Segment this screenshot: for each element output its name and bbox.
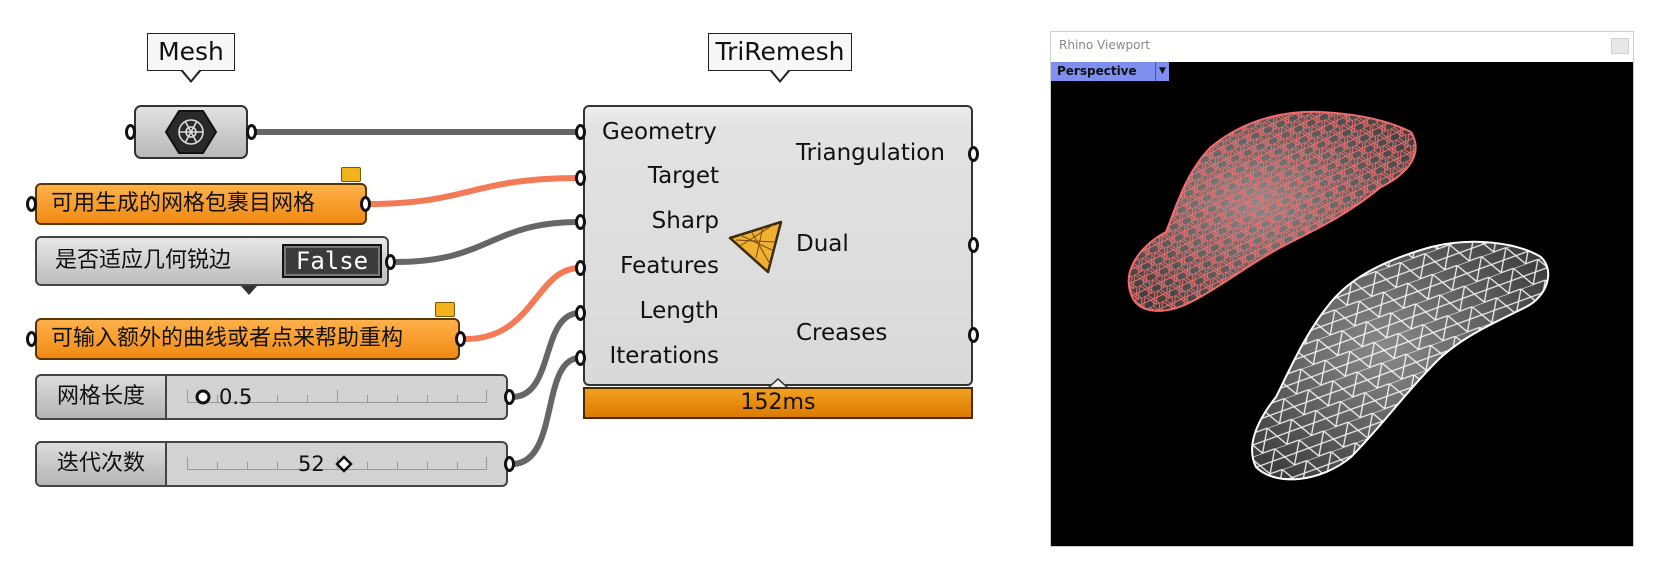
output-dual-grip[interactable] (968, 237, 979, 253)
viewport-scene (1127, 110, 1550, 481)
input-features-grip[interactable] (575, 260, 586, 276)
toggle-output-grip[interactable] (385, 254, 396, 270)
input-geometry-grip[interactable] (575, 124, 586, 140)
output-dual[interactable]: Dual (796, 231, 849, 257)
mesh-param-component[interactable] (134, 105, 248, 159)
viewport-close-icon[interactable] (1611, 38, 1629, 54)
viewport-canvas[interactable]: Perspective ▼ (1051, 62, 1633, 546)
output-creases[interactable]: Creases (796, 320, 888, 346)
sharp-toggle-label: 是否适应几何锐边 (55, 248, 232, 273)
input-features[interactable]: Features (620, 253, 719, 279)
triremesh-component[interactable]: Geometry Target Sharp Features Length It… (583, 105, 973, 389)
chevron-down-icon[interactable]: ▼ (1155, 62, 1169, 81)
iterations-slider[interactable]: 迭代次数 52 (35, 441, 508, 487)
wire-sharp (395, 219, 581, 265)
target-panel[interactable]: 可用生成的网格包裹目网格 (35, 183, 367, 225)
input-target[interactable]: Target (647, 163, 719, 189)
mesh-tag: Mesh (147, 33, 235, 83)
mesh-input-grip[interactable] (125, 124, 136, 140)
mesh-tag-label: Mesh (158, 37, 224, 66)
features-panel-input-grip[interactable] (26, 331, 37, 347)
red-wrap-mesh (1127, 110, 1417, 312)
component-timer: 152ms (583, 387, 973, 419)
wire-features (464, 265, 581, 342)
length-slider[interactable]: 网格长度 52 0.5 (35, 374, 508, 420)
features-panel[interactable]: 可输入额外的曲线或者点来帮助重构 (35, 318, 460, 360)
length-slider-rail[interactable] (187, 388, 487, 403)
toggle-anchor-icon (241, 286, 257, 295)
sharp-toggle[interactable]: 是否适应几何锐边 False (35, 236, 389, 286)
length-slider-output-grip[interactable] (504, 389, 515, 405)
white-remesh-mesh (1251, 240, 1550, 481)
input-geometry[interactable]: Geometry (602, 119, 717, 145)
input-length-grip[interactable] (575, 305, 586, 321)
features-panel-output-grip[interactable] (455, 331, 466, 347)
target-panel-text: 可用生成的网格包裹目网格 (51, 191, 316, 216)
input-target-grip[interactable] (575, 170, 586, 186)
iterations-slider-output-grip[interactable] (504, 456, 515, 472)
input-iterations[interactable]: Iterations (609, 343, 719, 369)
sharp-toggle-value[interactable]: False (282, 244, 382, 278)
panel-note-icon (435, 302, 455, 317)
length-slider-value: 0.5 (219, 385, 253, 409)
rhino-viewport-window[interactable]: Rhino Viewport Perspective ▼ (1050, 31, 1634, 547)
triremesh-tag-label: TriRemesh (715, 37, 845, 66)
mesh-param-icon (164, 110, 218, 154)
input-sharp[interactable]: Sharp (651, 208, 719, 234)
target-panel-output-grip[interactable] (360, 196, 371, 212)
target-panel-input-grip[interactable] (26, 196, 37, 212)
length-slider-label: 网格长度 (37, 376, 167, 418)
input-length[interactable]: Length (639, 298, 719, 324)
viewport-title: Rhino Viewport (1059, 38, 1151, 52)
triremesh-tag: TriRemesh (708, 33, 852, 83)
input-iterations-grip[interactable] (575, 350, 586, 366)
features-panel-text: 可输入额外的曲线或者点来帮助重构 (51, 326, 404, 351)
output-triangulation[interactable]: Triangulation (796, 140, 945, 166)
iterations-slider-value: 52 (298, 452, 325, 476)
iterations-slider-label: 迭代次数 (37, 443, 167, 485)
input-sharp-grip[interactable] (575, 214, 586, 230)
mesh-output-grip[interactable] (246, 124, 257, 140)
length-slider-handle-icon[interactable] (194, 388, 212, 406)
viewport-view-tab[interactable]: Perspective (1051, 62, 1155, 81)
panel-note-icon (341, 167, 361, 182)
wire-length (511, 310, 581, 400)
wire-target (367, 175, 581, 207)
iterations-slider-handle-icon[interactable] (335, 455, 353, 473)
triremesh-icon (728, 220, 783, 274)
output-triangulation-grip[interactable] (968, 146, 979, 162)
output-creases-grip[interactable] (968, 327, 979, 343)
wire-iterations (511, 355, 581, 467)
